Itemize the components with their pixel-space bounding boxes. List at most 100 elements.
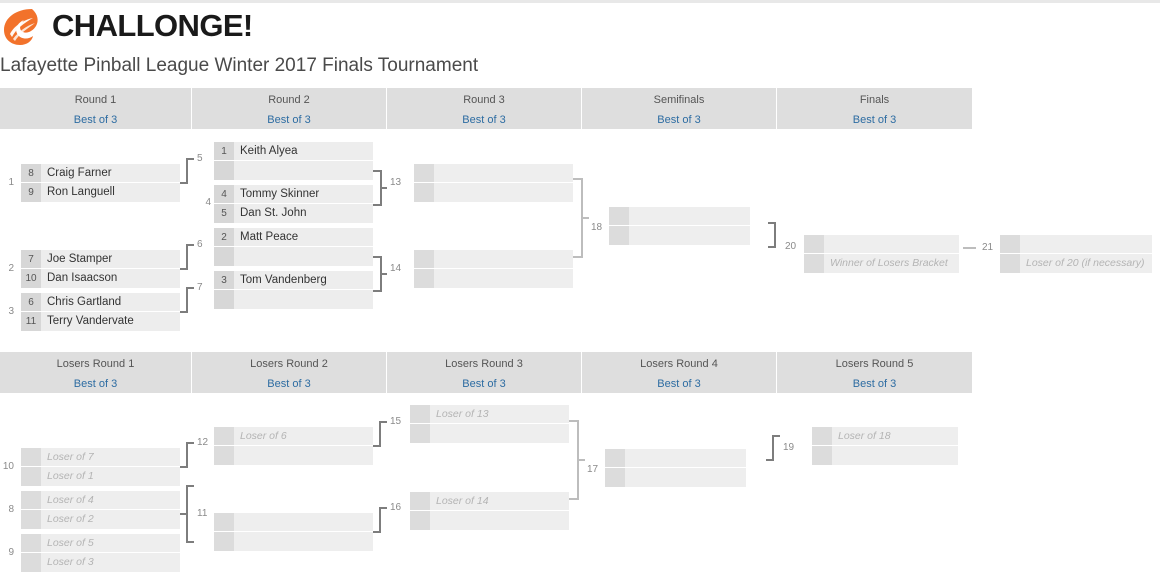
player-name (1026, 235, 1148, 253)
seed: 7 (21, 250, 41, 268)
match-r2-6[interactable]: 2 Matt Peace (214, 228, 373, 266)
seed (21, 534, 41, 552)
connector-r1-2 (180, 244, 194, 270)
challonge-brand[interactable]: CHALLONGE! (0, 5, 420, 49)
match-finals-21[interactable]: Loser of 20 (if necessary) (1000, 235, 1152, 273)
seed (1000, 235, 1020, 253)
round-header-losers-round-1[interactable]: Losers Round 1 Best of 3 (0, 352, 192, 393)
match-row-player1[interactable] (214, 513, 373, 532)
player-name: Loser of 1 (47, 470, 94, 482)
match-l2-11[interactable] (214, 513, 373, 551)
round-header-semifinals[interactable]: Semifinals Best of 3 (582, 88, 777, 129)
player-name: Chris Gartland (47, 296, 122, 308)
round-format: Best of 3 (462, 114, 506, 126)
match-row-player2[interactable]: 11 Terry Vandervate (21, 312, 180, 331)
match-row-player2[interactable] (414, 269, 573, 288)
match-row-player1[interactable]: 6 Chris Gartland (21, 293, 180, 312)
seed (414, 250, 434, 268)
player-name: Joe Stamper (47, 253, 113, 265)
match-row-player1[interactable] (414, 164, 573, 183)
match-row-player1[interactable]: Loser of 6 (214, 427, 373, 446)
match-l3-15[interactable]: Loser of 13 (410, 405, 569, 443)
match-l2-12[interactable]: Loser of 6 (214, 427, 373, 465)
match-row-player2[interactable] (414, 183, 573, 202)
match-row-player1[interactable]: Loser of 7 (21, 448, 180, 467)
match-row-player1[interactable] (414, 250, 573, 269)
match-row-player2[interactable] (214, 446, 373, 465)
player-name (631, 449, 742, 467)
connector-r1-1 (180, 158, 194, 184)
round-header-losers-round-2[interactable]: Losers Round 2 Best of 3 (192, 352, 387, 393)
round-header-finals[interactable]: Finals Best of 3 (777, 88, 972, 129)
match-l1-8[interactable]: Loser of 4 Loser of 2 (21, 491, 180, 529)
match-row-player2[interactable] (410, 424, 569, 443)
match-row-player1[interactable]: 1 Keith Alyea (214, 142, 373, 161)
match-l1-10[interactable]: Loser of 7 Loser of 1 (21, 448, 180, 486)
round-header-losers-round-4[interactable]: Losers Round 4 Best of 3 (582, 352, 777, 393)
match-r1-2[interactable]: 7 Joe Stamper 10 Dan Isaacson (21, 250, 180, 288)
match-row-player1[interactable]: Loser of 4 (21, 491, 180, 510)
match-r2-7[interactable]: 3 Tom Vandenberg (214, 271, 373, 309)
match-row-player2[interactable]: Loser of 3 (21, 553, 180, 572)
match-row-player1[interactable] (1000, 235, 1152, 254)
match-row-player1[interactable]: 8 Craig Farner (21, 164, 180, 183)
match-row-player2[interactable]: Loser of 1 (21, 467, 180, 486)
match-row-player2[interactable] (812, 446, 958, 465)
match-l3-16[interactable]: Loser of 14 (410, 492, 569, 530)
match-row-player2[interactable]: 5 Dan St. John (214, 204, 373, 223)
match-row-player2[interactable] (214, 161, 373, 180)
match-row-player1[interactable]: Loser of 5 (21, 534, 180, 553)
match-finals-20[interactable]: Winner of Losers Bracket (804, 235, 959, 273)
match-row-player1[interactable]: Loser of 14 (410, 492, 569, 511)
match-row-player2[interactable]: Winner of Losers Bracket (804, 254, 959, 273)
seed (609, 226, 629, 245)
match-row-player1[interactable]: 4 Tommy Skinner (214, 185, 373, 204)
seed: 9 (21, 183, 41, 202)
match-row-player2[interactable]: 10 Dan Isaacson (21, 269, 180, 288)
match-l5-19[interactable]: Loser of 18 (812, 427, 958, 465)
match-row-player1[interactable]: 7 Joe Stamper (21, 250, 180, 269)
match-row-player1[interactable]: 2 Matt Peace (214, 228, 373, 247)
player-name (440, 250, 569, 268)
match-row-player2[interactable]: Loser of 2 (21, 510, 180, 529)
match-row-player2[interactable] (214, 247, 373, 266)
player-name: Keith Alyea (240, 145, 298, 157)
seed (214, 532, 234, 551)
seed (21, 553, 41, 572)
round-header-losers-round-5[interactable]: Losers Round 5 Best of 3 (777, 352, 972, 393)
match-row-player1[interactable]: Loser of 13 (410, 405, 569, 424)
player-name: Terry Vandervate (47, 315, 134, 327)
match-r3-14[interactable] (414, 250, 573, 288)
match-r2-5[interactable]: 1 Keith Alyea (214, 142, 373, 180)
match-row-player1[interactable] (609, 207, 750, 226)
round-header-round-2[interactable]: Round 2 Best of 3 (192, 88, 387, 129)
player-name: Dan Isaacson (47, 272, 118, 284)
connector-r2-to-13 (373, 170, 387, 206)
match-row-player2[interactable] (605, 468, 746, 487)
match-row-player2[interactable] (214, 290, 373, 309)
match-row-player1[interactable]: 3 Tom Vandenberg (214, 271, 373, 290)
player-name (635, 226, 746, 245)
seed (410, 424, 430, 443)
match-sf-18[interactable] (609, 207, 750, 245)
match-l1-9[interactable]: Loser of 5 Loser of 3 (21, 534, 180, 572)
next-match-index-17: 17 (587, 464, 599, 475)
match-row-player2[interactable]: 9 Ron Languell (21, 183, 180, 202)
match-l4-17[interactable] (605, 449, 746, 487)
match-row-player2[interactable] (410, 511, 569, 530)
round-header-losers-round-3[interactable]: Losers Round 3 Best of 3 (387, 352, 582, 393)
match-row-player1[interactable] (804, 235, 959, 254)
match-row-player2[interactable] (609, 226, 750, 245)
round-header-round-3[interactable]: Round 3 Best of 3 (387, 88, 582, 129)
match-row-player1[interactable]: Loser of 18 (812, 427, 958, 446)
match-row-player2[interactable] (214, 532, 373, 551)
match-row-player1[interactable] (605, 449, 746, 468)
match-r1-3[interactable]: 6 Chris Gartland 11 Terry Vandervate (21, 293, 180, 331)
round-format: Best of 3 (73, 114, 118, 126)
seed (804, 254, 824, 273)
match-r2-4[interactable]: 4 Tommy Skinner 5 Dan St. John (214, 185, 373, 223)
round-header-round-1[interactable]: Round 1 Best of 3 (0, 88, 192, 129)
match-r3-13[interactable] (414, 164, 573, 202)
match-row-player2[interactable]: Loser of 20 (if necessary) (1000, 254, 1152, 273)
match-r1-1[interactable]: 8 Craig Farner 9 Ron Languell (21, 164, 180, 202)
